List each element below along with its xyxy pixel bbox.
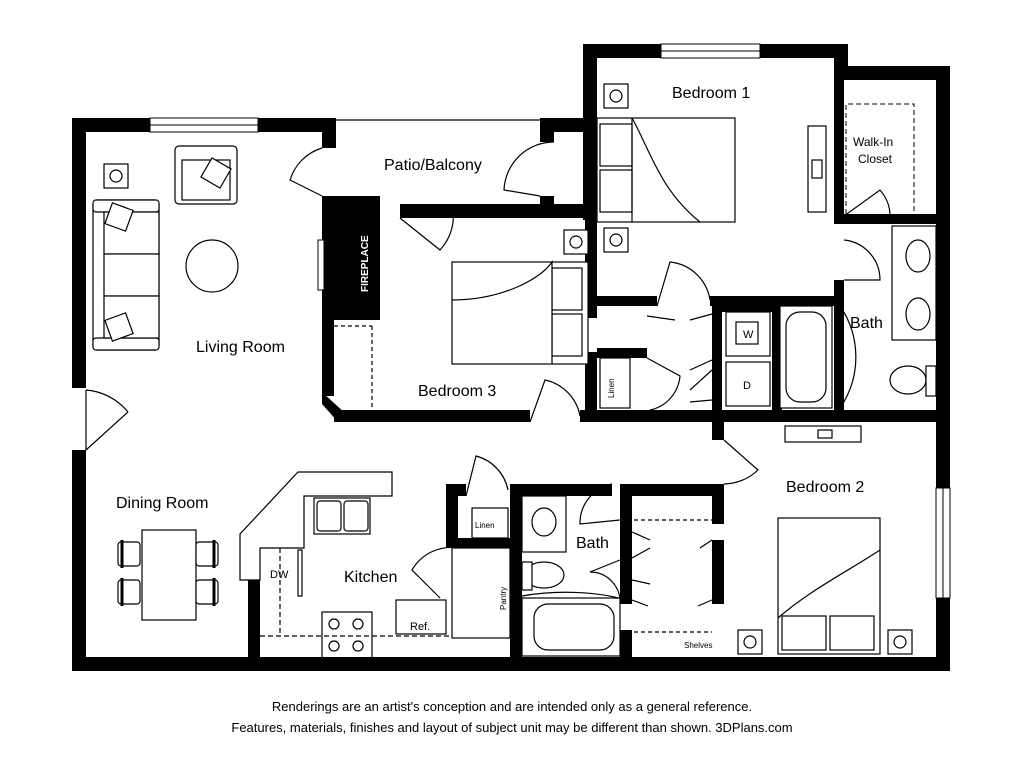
- label-refrigerator: Ref.: [410, 621, 430, 633]
- label-hall-bath: Bath: [576, 535, 609, 552]
- fixture-labels: W D Linen Linen DW Ref. Pantry Shelves: [270, 329, 754, 650]
- label-bedroom3: Bedroom 3: [418, 383, 496, 400]
- disclaimer-line-1: Renderings are an artist's conception an…: [271, 699, 753, 714]
- master-bath-fixtures: [779, 225, 937, 409]
- hall-bath-fixtures: [471, 495, 712, 657]
- label-linen-hall: Linen: [607, 378, 616, 398]
- label-dining-room: Dining Room: [116, 495, 208, 512]
- interior-walls: [248, 66, 950, 670]
- windows: [149, 43, 951, 599]
- label-walkin-closet-2: Closet: [858, 152, 893, 166]
- bedroom1-furniture: [596, 83, 827, 253]
- label-washer: W: [743, 329, 754, 341]
- kitchen-counters: [239, 471, 511, 659]
- disclaimer-line-2: Features, materials, finishes and layout…: [231, 720, 793, 735]
- label-walkin-closet-1: Walk-In: [853, 135, 893, 149]
- label-living-room: Living Room: [196, 339, 285, 356]
- label-shelves: Shelves: [684, 641, 712, 650]
- label-pantry: Pantry: [499, 587, 508, 610]
- label-dryer: D: [743, 380, 751, 392]
- label-master-bath: Bath: [850, 315, 883, 332]
- bedroom2-furniture: [737, 425, 913, 655]
- label-bedroom1: Bedroom 1: [672, 85, 750, 102]
- walkin-closet-shelves: [845, 103, 915, 214]
- room-labels: Bedroom 1 Walk-In Closet Patio/Balcony F…: [116, 85, 893, 586]
- laundry-fixtures: [599, 311, 771, 409]
- bedroom3-furniture: [334, 229, 589, 410]
- label-fireplace: FIREPLACE: [360, 235, 371, 292]
- dining-furniture: [117, 529, 219, 621]
- living-furniture: [92, 145, 239, 351]
- label-bedroom2: Bedroom 2: [786, 479, 864, 496]
- door-swings: [85, 141, 891, 607]
- label-linen-kitchen: Linen: [475, 521, 495, 530]
- label-kitchen: Kitchen: [344, 569, 397, 586]
- label-dishwasher: DW: [270, 569, 289, 581]
- label-patio: Patio/Balcony: [384, 157, 482, 174]
